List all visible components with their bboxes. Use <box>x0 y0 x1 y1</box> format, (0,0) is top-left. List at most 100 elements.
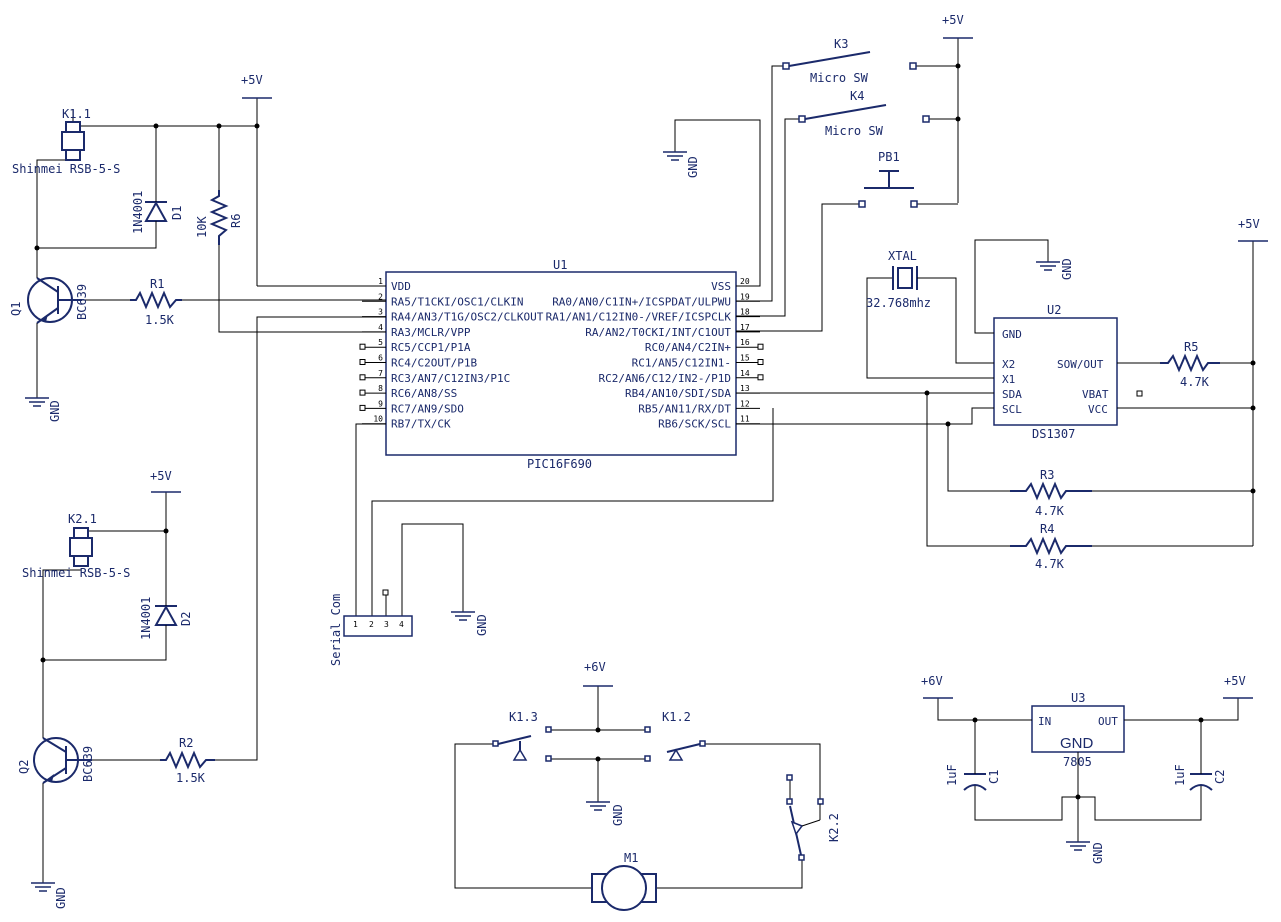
r4-value: 4.7K <box>1035 557 1065 571</box>
u1-pin-name: RC3/AN7/C12IN3/P1C <box>391 372 510 385</box>
d1-ref: D1 <box>170 206 184 220</box>
u3-out: OUT <box>1098 715 1118 728</box>
ground-icon: GND <box>663 151 700 178</box>
u2-pin-x1: X1 <box>1002 373 1015 386</box>
wires <box>36 38 1254 889</box>
u1-pin-number: 3 <box>378 308 383 317</box>
micro-switch-k4: K4 Micro SW <box>798 89 930 138</box>
u2-pin-sow: SOW/OUT <box>1057 358 1104 371</box>
r5-ref: R5 <box>1184 340 1198 354</box>
u1-pin-name: RC0/AN4/C2IN+ <box>645 341 731 354</box>
transistor-q1: Q1 BC639 <box>9 277 89 324</box>
vcc-5v-symbol: +5V <box>241 73 272 99</box>
vcc-5v-symbol: +5V <box>942 13 973 39</box>
u1-pin-name: RC6/AN8/SS <box>391 387 457 400</box>
u1-ref: U1 <box>553 258 567 272</box>
relay-contact-k2-2: K2.2 <box>786 774 841 861</box>
vcc-5v-symbol: +5V <box>150 469 181 493</box>
u1-pin-name: RC4/C2OUT/P1B <box>391 357 477 370</box>
junctions <box>34 63 1256 800</box>
u1-pin-number: 11 <box>740 415 750 424</box>
serial-pin-1: 1 <box>353 620 358 629</box>
serial-label: Serial Com <box>329 594 343 666</box>
serial-pin-4: 4 <box>399 620 404 629</box>
u1-pin-number: 20 <box>740 277 750 286</box>
r5-value: 4.7K <box>1180 375 1210 389</box>
u1-pin-number: 19 <box>740 292 750 301</box>
u1-pin-name: RA/AN2/T0CKI/INT/C1OUT <box>585 326 731 339</box>
gnd-label: GND <box>1091 842 1105 864</box>
m1-ref: M1 <box>624 851 638 865</box>
r3-ref: R3 <box>1040 468 1054 482</box>
r4-ref: R4 <box>1040 522 1054 536</box>
p5v-label-5: +5V <box>1224 674 1246 688</box>
u1-pin-number: 16 <box>740 338 750 347</box>
diode-d2: 1N4001 D2 <box>139 592 193 640</box>
q1-ref: Q1 <box>9 302 23 316</box>
u1-pin-number: 14 <box>740 369 750 378</box>
k21-ref: K2.1 <box>68 512 97 526</box>
u1-pin-name: RB7/TX/CK <box>391 418 451 431</box>
u1-pin-number: 1 <box>378 277 383 286</box>
q1-part: BC639 <box>75 284 89 320</box>
resistor-r5: R5 4.7K <box>1160 340 1220 389</box>
k4-ref: K4 <box>850 89 864 103</box>
relay-coil-k2-1: K2.1 Shinmei RSB-5-S <box>22 512 130 580</box>
pb1-ref: PB1 <box>878 150 900 164</box>
u1-pin-name: RB6/SCK/SCL <box>658 418 731 431</box>
k11-ref: K1.1 <box>62 107 91 121</box>
gnd-label: GND <box>54 887 68 909</box>
serial-pin-2: 2 <box>369 620 374 629</box>
crystal-xtal: XTAL 32.768mhz <box>866 249 950 310</box>
r2-value: 1.5K <box>176 771 206 785</box>
r1-ref: R1 <box>150 277 164 291</box>
vcc-6v-symbol: +6V <box>583 660 613 687</box>
c2-value: 1uF <box>1173 764 1187 786</box>
r6-ref: R6 <box>229 214 243 228</box>
r3-value: 4.7K <box>1035 504 1065 518</box>
u1-pin-name: RA0/AN0/C1IN+/ICSPDAT/ULPWU <box>552 295 731 308</box>
resistor-r3: R3 4.7K <box>1010 468 1092 518</box>
u1-pin-number: 7 <box>378 369 383 378</box>
ground-icon: GND <box>1066 841 1105 864</box>
u3-ref: U3 <box>1071 691 1085 705</box>
u1-pin-name: RC5/CCP1/P1A <box>391 341 471 354</box>
d1-part: 1N4001 <box>131 191 145 234</box>
u3-in: IN <box>1038 715 1051 728</box>
u2-pin-scl: SCL <box>1002 403 1022 416</box>
u2-pin-vbat: VBAT <box>1082 388 1109 401</box>
gnd-label: GND <box>475 614 489 636</box>
vcc-5v-symbol: +5V <box>1238 217 1268 242</box>
c1-value: 1uF <box>945 764 959 786</box>
resistor-r4: R4 4.7K <box>1010 522 1092 571</box>
u2-pin-sda: SDA <box>1002 388 1022 401</box>
u2-pin-gnd: GND <box>1002 328 1022 341</box>
p5v-label-2: +5V <box>942 13 964 27</box>
p6v-label-2: +6V <box>921 674 943 688</box>
xtal-ref: XTAL <box>888 249 917 263</box>
xtal-value: 32.768mhz <box>866 296 931 310</box>
ground-icon: GND <box>1036 258 1074 280</box>
u3-7805: U3 IN OUT GND 7805 <box>1031 691 1125 769</box>
u1-pin-name: RB4/AN10/SDI/SDA <box>625 387 731 400</box>
u1-pin-name: RC1/AN5/C12IN1- <box>632 357 731 370</box>
u1-pin-number: 15 <box>740 354 750 363</box>
ground-icon: GND <box>31 882 68 909</box>
u1-pin-name: RB5/AN11/RX/DT <box>638 402 731 415</box>
serial-pin-3: 3 <box>384 620 389 629</box>
ground-symbols: GND GND GND GND GND GND GND <box>25 151 1105 909</box>
u1-pin-number: 9 <box>378 399 383 408</box>
u3-part: 7805 <box>1063 755 1092 769</box>
capacitor-c1: 1uF C1 <box>945 762 1001 810</box>
diode-d1: 1N4001 D1 <box>131 190 184 234</box>
q2-ref: Q2 <box>17 760 31 774</box>
u1-pin-name: RA3/MCLR/VPP <box>391 326 471 339</box>
micro-switch-k3: K3 Micro SW <box>782 37 917 85</box>
u1-pin-number: 10 <box>373 415 383 424</box>
gnd-label: GND <box>48 400 62 422</box>
relay-contact-k1-3: K1.3 <box>492 710 552 762</box>
k21-part: Shinmei RSB-5-S <box>22 566 130 580</box>
push-button-pb1: PB1 <box>858 150 918 208</box>
u1-pin-number: 8 <box>378 384 383 393</box>
